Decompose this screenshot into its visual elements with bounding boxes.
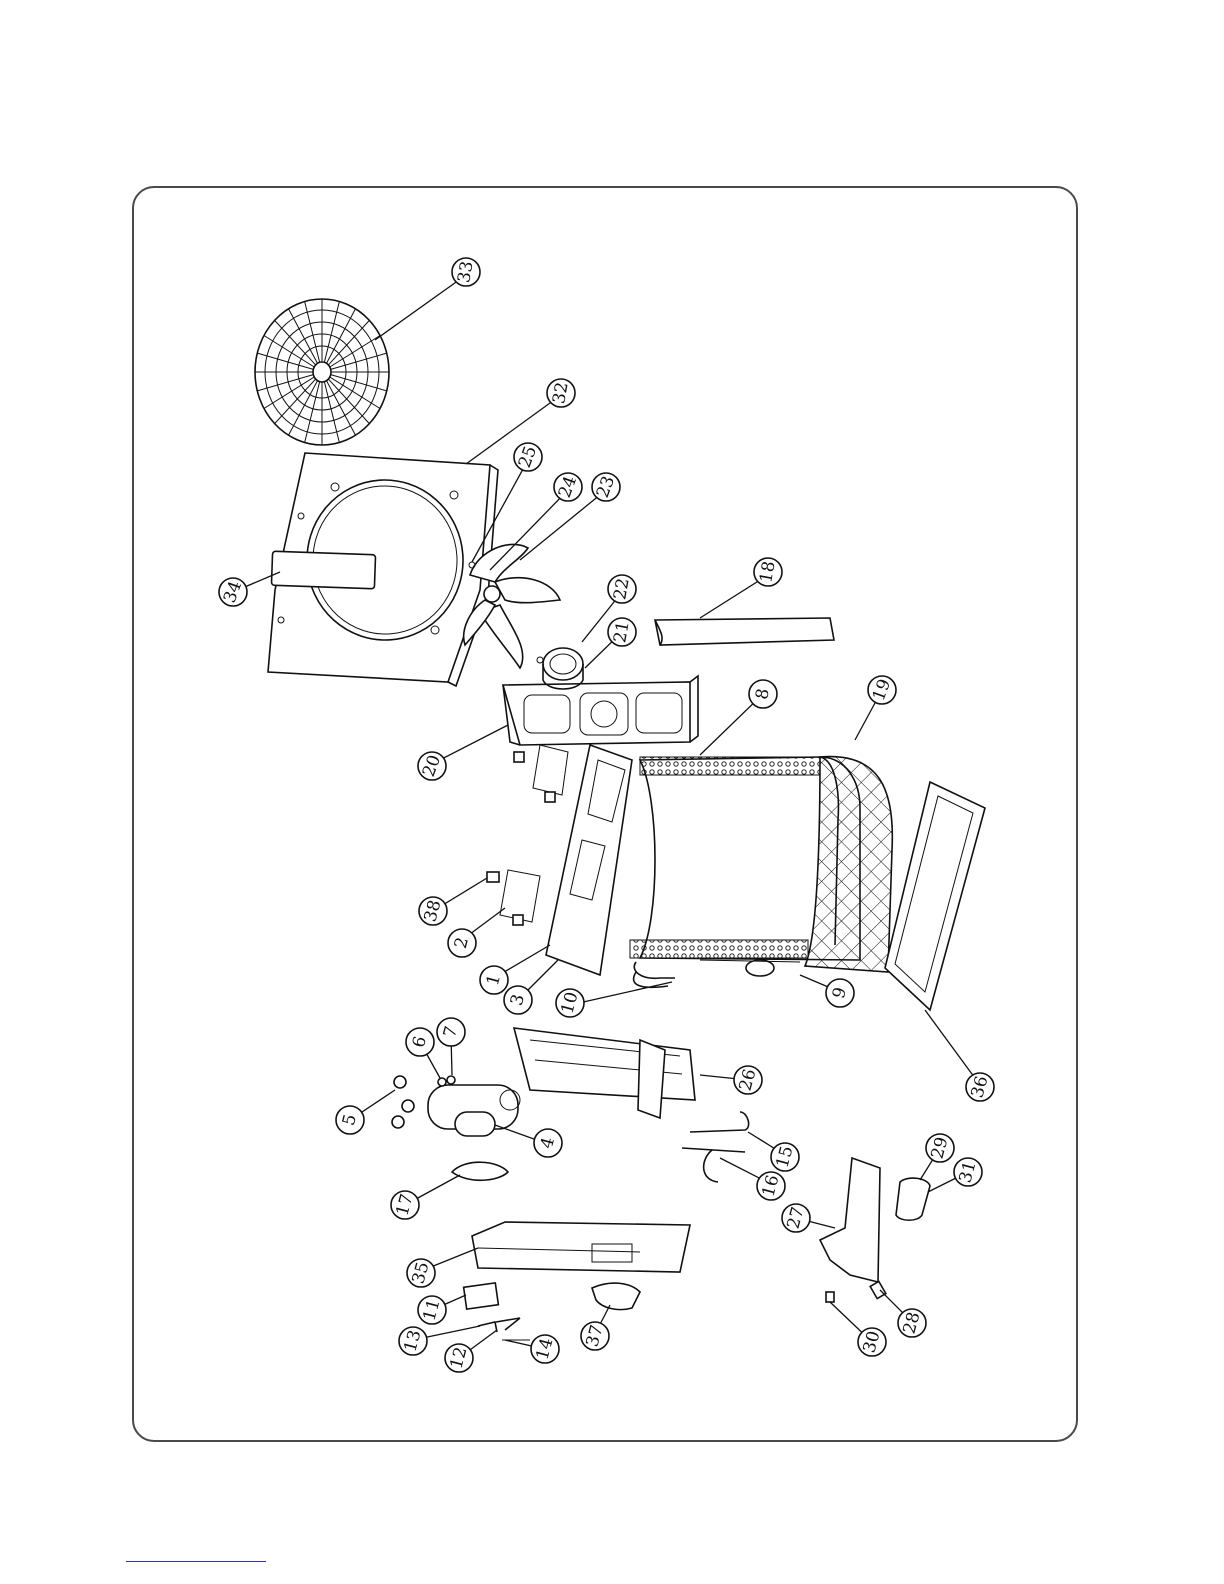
callout-30: 30 <box>858 1328 886 1356</box>
motor-bracket <box>503 676 698 745</box>
mounting-bracket <box>820 1158 930 1302</box>
channel-bar <box>655 618 834 645</box>
callout-35: 35 <box>407 1259 435 1287</box>
callout-23: 23 <box>592 473 620 501</box>
filter-frame <box>885 782 985 1010</box>
callout-29: 29 <box>926 1134 954 1162</box>
callout-1: 1 <box>480 966 508 994</box>
callout-2: 2 <box>448 929 476 957</box>
callout-15: 15 <box>771 1143 799 1171</box>
callout-17: 17 <box>391 1191 419 1219</box>
callout-7: 7 <box>437 1018 465 1046</box>
coil-tubing <box>634 960 800 987</box>
callout-36: 36 <box>966 1073 994 1101</box>
fan-motor <box>537 648 583 689</box>
refrigerant-tubes <box>682 1112 749 1182</box>
callout-37: 37 <box>581 1322 609 1350</box>
callout-3: 3 <box>504 986 532 1014</box>
callout-25: 25 <box>514 443 542 471</box>
callout-28: 28 <box>898 1309 926 1337</box>
callout-14: 14 <box>531 1335 559 1363</box>
callout-number: 21 <box>610 620 633 645</box>
callout-26: 26 <box>734 1066 762 1094</box>
callout-9: 9 <box>826 979 854 1007</box>
callout-number: 18 <box>756 560 779 585</box>
callout-38: 38 <box>419 897 447 925</box>
callout-11: 11 <box>418 1296 446 1324</box>
callout-12: 12 <box>445 1344 473 1372</box>
label-plate <box>271 551 375 589</box>
callout-21: 21 <box>608 618 636 646</box>
terminal-cover <box>592 1283 640 1310</box>
callout-24: 24 <box>554 473 582 501</box>
callout-13: 13 <box>399 1327 427 1355</box>
callout-number: 32 <box>549 381 572 406</box>
callout-8: 8 <box>749 680 777 708</box>
side-panel <box>487 745 632 975</box>
callout-10: 10 <box>556 989 584 1017</box>
footer-rule <box>126 1561 266 1562</box>
callout-32: 32 <box>547 379 575 407</box>
callout-27: 27 <box>782 1204 810 1232</box>
callout-20: 20 <box>418 752 446 780</box>
callout-22: 22 <box>608 575 636 603</box>
callout-34: 34 <box>219 578 247 606</box>
small-components <box>464 1283 530 1340</box>
fan-guard-grille <box>255 299 389 445</box>
callout-6: 6 <box>406 1028 434 1056</box>
callout-number: 22 <box>610 577 633 602</box>
callout-5: 5 <box>336 1106 364 1134</box>
callout-number: 33 <box>454 260 477 285</box>
callout-33: 33 <box>452 258 480 286</box>
callout-31: 31 <box>954 1158 982 1186</box>
fan-blade <box>464 544 560 668</box>
condenser-coil <box>630 757 892 972</box>
electrical-box <box>472 1222 690 1272</box>
capacitor <box>452 1162 508 1180</box>
callout-19: 19 <box>868 676 896 704</box>
callout-4: 4 <box>534 1129 562 1157</box>
callout-18: 18 <box>754 558 782 586</box>
callout-16: 16 <box>757 1172 785 1200</box>
base-pan <box>514 1028 695 1118</box>
